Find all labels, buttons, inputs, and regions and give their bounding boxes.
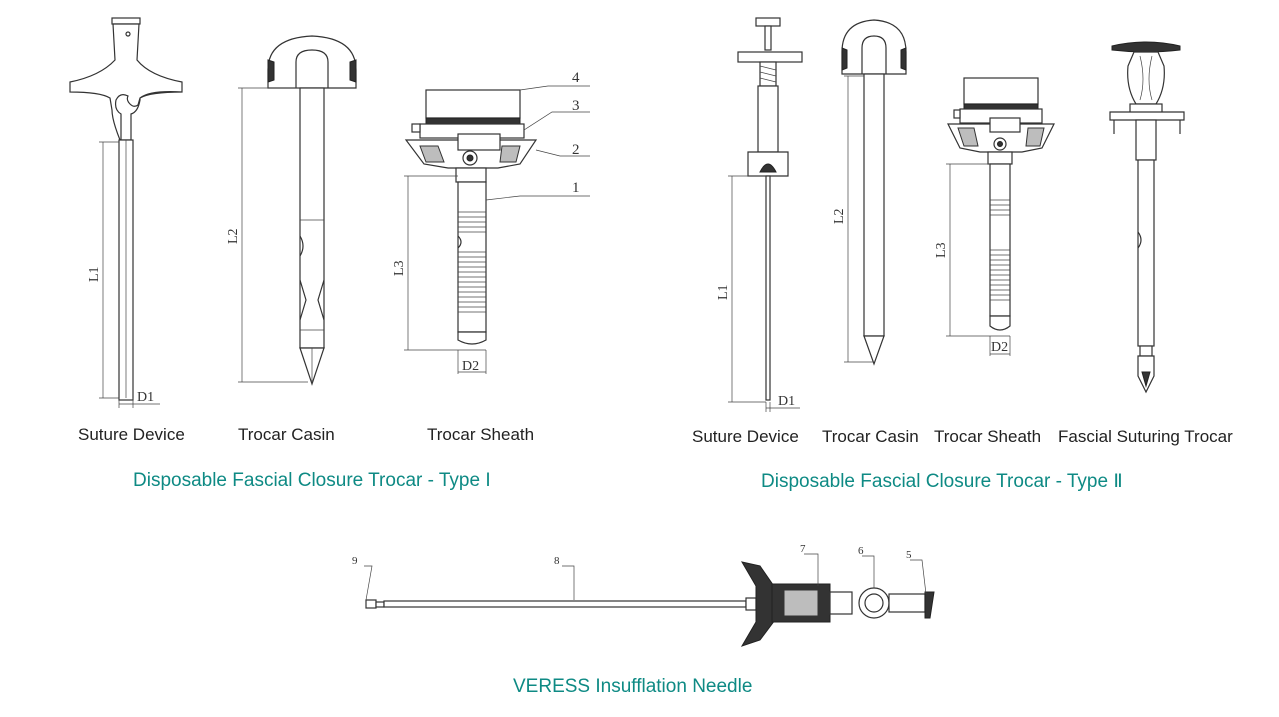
type1-dim-d2: D2 (462, 359, 479, 374)
veress-callout-8: 8 (554, 555, 560, 567)
type1-dim-l3: L3 (392, 260, 407, 276)
type2-dim-l1: L1 (716, 284, 731, 300)
type1-dim-d1: D1 (137, 390, 154, 405)
type2-suture-device: L1 D1 (716, 17, 803, 412)
type2-trocar-sheath: L3 D2 (934, 77, 1055, 356)
type2-label-fascial-suturing-trocar: Fascial Suturing Trocar (1058, 427, 1233, 446)
veress-title: VERESS Insufflation Needle (513, 676, 753, 697)
sheath-callout-3: 3 (572, 98, 580, 114)
type2-dim-d2: D2 (991, 340, 1008, 355)
type1-label-suture-device: Suture Device (78, 425, 185, 444)
veress-needle: 9 8 7 6 5 (352, 543, 935, 647)
type2-fascial-suturing-trocar (1109, 41, 1185, 394)
type2-label-trocar-sheath: Trocar Sheath (934, 427, 1042, 446)
sheath-callout-1: 1 (572, 180, 580, 196)
type2-dim-l2: L2 (832, 208, 847, 224)
type2-title: Disposable Fascial Closure Trocar - Type… (761, 471, 1123, 492)
type2-dim-l3: L3 (934, 242, 949, 258)
veress-callout-7: 7 (800, 543, 806, 555)
type2-dim-d1: D1 (778, 394, 795, 409)
type2-label-suture-device: Suture Device (692, 427, 799, 446)
type1-label-trocar-casin: Trocar Casin (238, 425, 335, 444)
type1-suture-device: L1 D1 (69, 17, 183, 408)
sheath-callout-4: 4 (572, 70, 580, 86)
type1-dim-l2: L2 (226, 228, 241, 244)
veress-callout-9: 9 (352, 555, 358, 567)
type2-label-trocar-casin: Trocar Casin (822, 427, 919, 446)
type2-trocar-casing: L2 (832, 19, 907, 366)
type1-trocar-casing: L2 (226, 35, 357, 386)
type1-dim-l1: L1 (87, 266, 102, 282)
type1-trocar-sheath: L3 D2 4 3 2 1 (392, 70, 590, 374)
type1-title: Disposable Fascial Closure Trocar - Type… (133, 470, 491, 491)
type1-label-trocar-sheath: Trocar Sheath (427, 425, 535, 444)
veress-callout-5: 5 (906, 549, 912, 561)
sheath-callout-2: 2 (572, 142, 580, 158)
veress-callout-6: 6 (858, 545, 864, 557)
